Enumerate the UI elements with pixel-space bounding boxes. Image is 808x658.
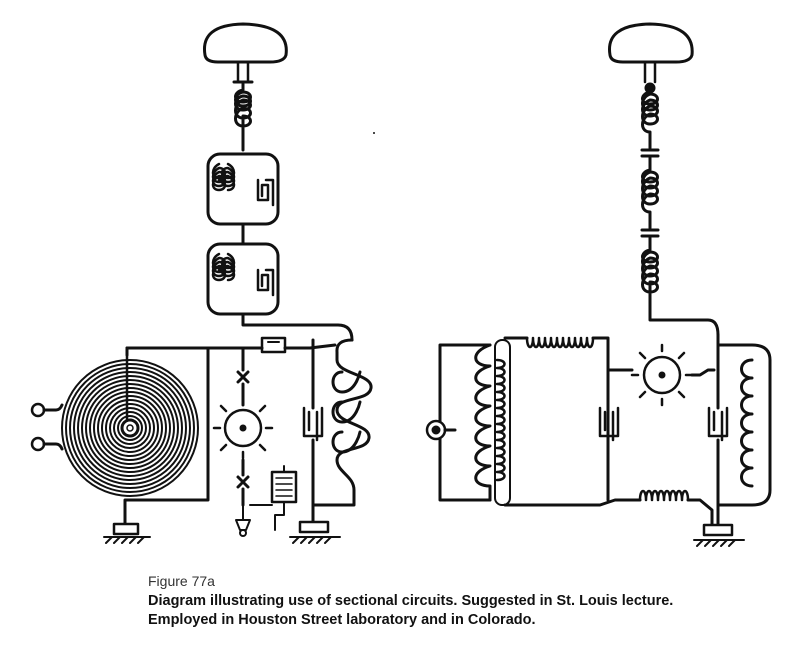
caption-line-1: Diagram illustrating use of sectional ci… — [148, 593, 674, 609]
figure-caption: Figure 77a Diagram illustrating use of s… — [148, 572, 788, 630]
left-terminal-dome — [202, 22, 288, 64]
right-bottom-coil — [638, 489, 690, 502]
left-top-coil — [234, 82, 252, 152]
left-input-terminal-1 — [30, 402, 46, 418]
right-capacitor-1 — [640, 148, 660, 158]
right-series-coils — [641, 90, 659, 150]
left-spiral-coil — [61, 359, 199, 497]
right-terminal-dome — [608, 22, 694, 64]
right-circuit — [425, 22, 772, 547]
right-main-inductor — [740, 358, 754, 488]
left-relay — [270, 470, 298, 504]
left-ground-1 — [103, 536, 151, 544]
left-circuit — [30, 22, 373, 544]
caption-line-2: Employed in Houston Street laboratory an… — [148, 612, 536, 628]
figure-number: Figure 77a — [148, 573, 215, 589]
right-top-coil — [525, 336, 595, 349]
circuit-diagram — [30, 22, 772, 547]
left-ground-2 — [289, 536, 341, 544]
right-vertical-coil — [495, 358, 506, 482]
left-main-inductor — [331, 370, 362, 454]
left-input-terminal-2 — [30, 436, 46, 452]
right-ground — [693, 539, 745, 547]
right-capacitor-2 — [640, 228, 660, 238]
